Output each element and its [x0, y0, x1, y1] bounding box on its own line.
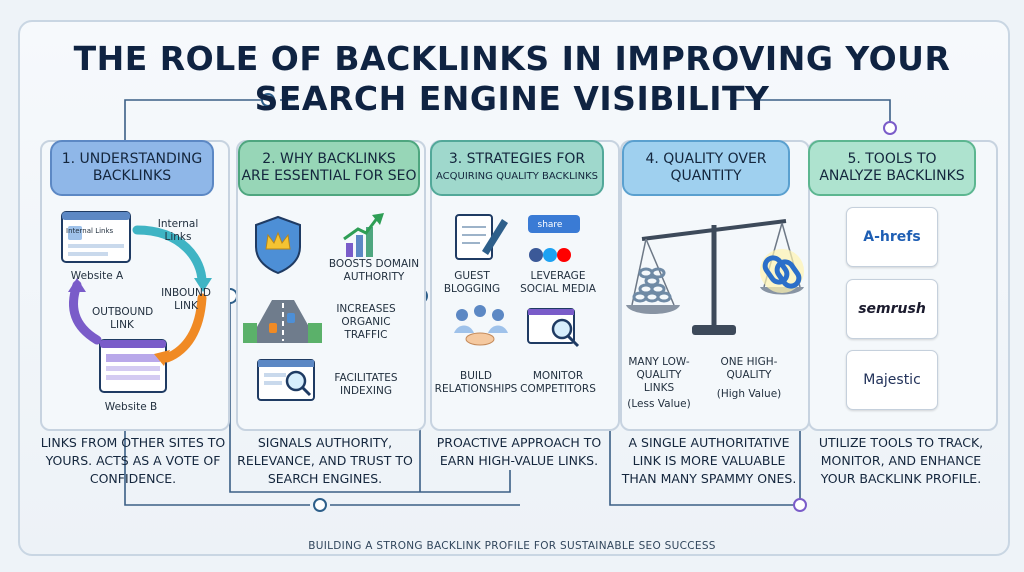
quality-scale-illustration — [626, 219, 804, 335]
strategy-item: BUILD RELATIONSHIPS — [434, 370, 518, 395]
chain-link-icon — [760, 249, 804, 293]
strategy-item: LEVERAGE SOCIAL MEDIA — [520, 270, 596, 295]
section-description-4: A SINGLE AUTHORITATIVE LINK IS MORE VALU… — [621, 435, 797, 486]
heading-line: 3. STRATEGIES FOR — [448, 151, 586, 167]
tool-name: Majestic — [863, 372, 921, 388]
browser-icon — [61, 211, 131, 263]
benefit-item: FACILITATES INDEXING — [334, 372, 398, 397]
browser-a-text: Internal Links — [66, 227, 114, 235]
shield-crown-icon — [255, 215, 301, 275]
heading-line: 4. QUALITY OVER — [645, 151, 767, 167]
share-badge-label: share — [537, 220, 563, 230]
notepad-pen-icon — [455, 214, 508, 260]
heading-line: QUANTITY — [670, 168, 742, 184]
section-heading-3: 3. STRATEGIES FOR ACQUIRING QUALITY BACK… — [430, 140, 604, 196]
high-quality-label: ONE HIGH-QUALITY — [720, 356, 778, 381]
social-share-icon — [528, 215, 580, 262]
internal-links-label: Internal Links — [157, 218, 199, 243]
website-b-label: Website B — [104, 401, 158, 413]
majestic-logo[interactable]: Majestic — [846, 350, 938, 410]
section-heading-2: 2. WHY BACKLINKS ARE ESSENTIAL FOR SEO — [238, 140, 420, 196]
heading-line: ANALYZE BACKLINKS — [819, 168, 965, 184]
page-title-line2: SEARCH ENGINE VISIBILITY — [254, 79, 770, 118]
heading-line: 2. WHY BACKLINKS — [262, 151, 396, 167]
benefit-item: INCREASES ORGANIC TRAFFIC — [336, 303, 396, 341]
strategy-item: MONITOR COMPETITORS — [520, 370, 596, 395]
handshake-team-icon — [454, 305, 508, 346]
strategy-item: GUEST BLOGGING — [443, 270, 501, 295]
strategy-icons — [454, 214, 580, 348]
growth-chart-icon — [343, 213, 384, 257]
competitor-monitor-icon — [527, 308, 580, 348]
heading-line: BACKLINKS — [92, 168, 172, 184]
page-title-line1: THE ROLE OF BACKLINKS IN IMPROVING YOUR — [73, 39, 951, 78]
road-traffic-icon — [243, 300, 322, 343]
high-quality-note: (High Value) — [716, 388, 782, 400]
browser-icon — [99, 339, 167, 393]
inbound-link-label: INBOUND LINK — [161, 287, 211, 312]
ahrefs-logo[interactable]: A-hrefs — [846, 207, 938, 267]
section-description-2: SIGNALS AUTHORITY, RELEVANCE, AND TRUST … — [237, 435, 413, 486]
heading-line: ARE ESSENTIAL FOR SEO — [241, 168, 417, 184]
semrush-logo[interactable]: semrush — [846, 279, 938, 339]
section-heading-4: 4. QUALITY OVER QUANTITY — [622, 140, 790, 196]
outbound-link-label: OUTBOUND LINK — [92, 306, 154, 331]
section-description-5: UTILIZE TOOLS TO TRACK, MONITOR, AND ENH… — [818, 435, 984, 486]
footer-tagline: BUILDING A STRONG BACKLINK PROFILE FOR S… — [308, 540, 716, 552]
section-description-1: LINKS FROM OTHER SITES TO YOURS. ACTS AS… — [40, 435, 226, 486]
section-heading-1: 1. UNDERSTANDING BACKLINKS — [50, 140, 214, 196]
section-heading-5: 5. TOOLS TO ANALYZE BACKLINKS — [808, 140, 976, 196]
low-quality-note: (Less Value) — [627, 398, 691, 410]
indexing-magnifier-icon — [257, 359, 315, 401]
benefit-item: BOOSTS DOMAIN AUTHORITY — [328, 258, 420, 283]
website-a-label: Website A — [70, 270, 124, 282]
low-quality-label: MANY LOW-QUALITY LINKS — [628, 356, 690, 394]
backlink-diagram — [61, 211, 212, 393]
section-description-3: PROACTIVE APPROACH TO EARN HIGH-VALUE LI… — [436, 435, 602, 468]
tool-name: semrush — [858, 301, 926, 317]
heading-line: ACQUIRING QUALITY BACKLINKS — [435, 171, 598, 182]
heading-line: 1. UNDERSTANDING — [61, 151, 203, 167]
heading-line: 5. TOOLS TO — [847, 151, 937, 167]
tool-name: A-hrefs — [863, 229, 921, 245]
seo-benefit-icons — [243, 213, 384, 401]
